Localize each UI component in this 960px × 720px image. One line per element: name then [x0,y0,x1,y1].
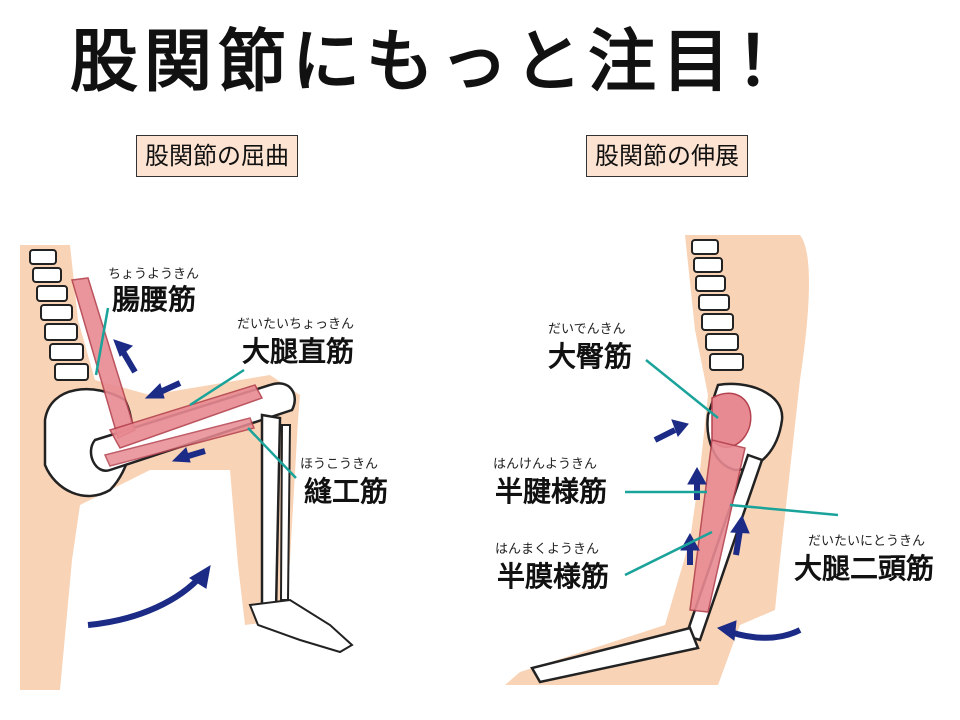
extension-section-label: 股関節の伸展 [586,135,748,177]
flexion-figure [20,245,354,690]
page-title: 股関節にもっと注目！ [70,23,811,102]
sartorius-muscle [103,417,256,467]
extension-leader-lines [624,359,839,577]
iliopsoas-reading: ちょうようきん [108,267,200,282]
gluteus-maximus-label: 大臀筋 [548,340,633,373]
hamstring-muscle [689,439,746,613]
flexion-fibula [279,424,292,601]
flexion-leader-lines [94,307,297,479]
flexion-arrows [87,339,211,628]
sartorius-label: 縫工筋 [304,475,389,508]
extension-arrows [653,419,802,641]
rectus-femoris-reading: だいたいちょっきん [237,317,355,332]
sartorius-reading: ほうこうきん [300,457,379,472]
iliopsoas-label: 腸腰筋 [112,283,197,316]
biceps-femoris-label: 大腿二頭筋 [794,552,935,585]
semitendinosus-label: 半腱様筋 [495,475,608,508]
extension-figure [505,235,839,685]
extension-lower-leg [530,626,700,684]
semimembranosus-reading: はんまくようきん [495,542,600,557]
extension-spine [691,239,744,371]
semitendinosus-reading: はんけんようきん [493,457,598,472]
flexion-spine [29,249,89,381]
gluteus-maximus-reading: だいでんきん [548,322,626,337]
rectus-femoris-muscle [108,384,264,449]
rectus-femoris-label: 大腿直筋 [242,335,355,368]
flexion-body-silhouette [20,245,300,690]
flexion-foot [248,598,354,654]
semimembranosus-label: 半膜様筋 [497,560,610,593]
biceps-femoris-reading: だいたいにとうきん [808,534,926,549]
flexion-section-label: 股関節の屈曲 [136,135,298,177]
